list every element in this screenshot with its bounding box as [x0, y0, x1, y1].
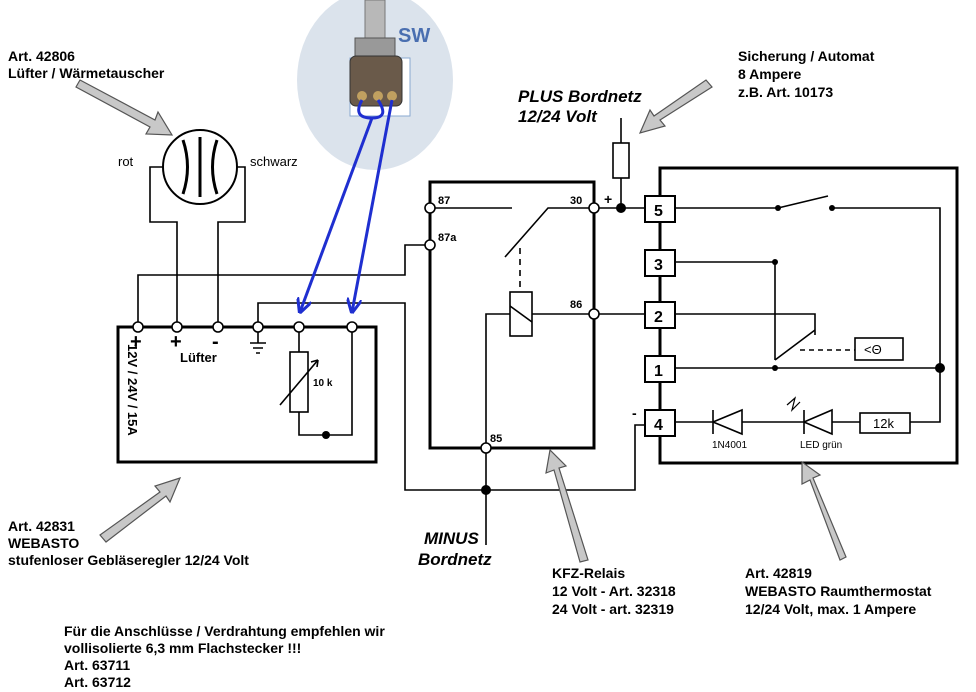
- plus-supply-line1: PLUS Bordnetz: [518, 87, 642, 106]
- thermo-terminal-1: [644, 355, 676, 383]
- diode-label: 1N4001: [712, 440, 747, 451]
- regulator-art-label: Art. 42831: [8, 518, 75, 534]
- reg-fan-label: Lüfter: [180, 350, 217, 365]
- relay-box: [428, 180, 596, 450]
- relay-24v-label: 24 Volt - art. 32319: [552, 601, 674, 617]
- relay-12v-label: 12 Volt - Art. 32318: [552, 583, 676, 599]
- fan-name-label: Lüfter / Wärmetauscher: [8, 65, 165, 81]
- plus-sign: +: [604, 191, 612, 207]
- thermostat-spec-label: 12/24 Volt, max. 1 Ampere: [745, 601, 917, 617]
- footer-line3: Art. 63711: [64, 657, 131, 673]
- thermo-terminal-1-label: 1: [654, 363, 663, 380]
- pointer-arrow-thermostat: [801, 460, 847, 561]
- thermo-sensor-symbol: [854, 337, 904, 361]
- relay-pin-30: 30: [570, 195, 582, 207]
- fan-wire-black-label: schwarz: [250, 154, 298, 169]
- relay-title-label: KFZ-Relais: [552, 565, 626, 581]
- regulator-box: [116, 325, 378, 464]
- led-label: LED grün: [800, 440, 842, 451]
- fuse-symbol: [612, 142, 630, 179]
- reg-term-fan-minus: -: [212, 331, 219, 353]
- pointer-arrow-fan: [75, 79, 174, 136]
- reg-term-fan-plus: +: [170, 331, 182, 353]
- minus-supply-line1: MINUS: [424, 529, 479, 548]
- regulator-brand-label: WEBASTO: [8, 535, 80, 551]
- thermo-terminal-4-label: 4: [654, 417, 663, 434]
- relay-pin-86: 86: [570, 299, 582, 311]
- reg-rating-label: 12V / 24V / 15A: [125, 344, 140, 436]
- fan-wire-red-label: rot: [118, 154, 134, 169]
- pointer-arrow-regulator: [99, 477, 182, 543]
- footer-line2: vollisolierte 6,3 mm Flachstecker !!!: [64, 640, 302, 656]
- relay-pin-85: 85: [490, 433, 502, 445]
- potentiometer-photo: SW: [297, 0, 453, 170]
- minus-supply-line2: Bordnetz: [418, 550, 492, 569]
- minus-sign: -: [632, 405, 637, 421]
- footer-line1: Für die Anschlüsse / Verdrahtung empfehl…: [64, 623, 385, 639]
- thermo-terminal-3: [644, 249, 676, 277]
- thermo-terminal-2-label: 2: [654, 309, 663, 326]
- thermo-terminal-5: [644, 195, 676, 223]
- temp-symbol-label: <Θ: [864, 342, 882, 357]
- footer-line4: Art. 63712: [64, 674, 131, 690]
- thermo-terminal-5-label: 5: [654, 203, 663, 220]
- pointer-arrow-relay: [545, 448, 589, 563]
- thermo-terminal-3-label: 3: [654, 257, 663, 274]
- fan-art-label: Art. 42806: [8, 48, 75, 64]
- resistor-symbol: [859, 412, 911, 434]
- reg-term-plus: +: [130, 331, 142, 353]
- regulator-desc-label: stufenloser Gebläseregler 12/24 Volt: [8, 552, 249, 568]
- thermo-terminal-4: [644, 409, 676, 437]
- fuse-title-label: Sicherung / Automat: [738, 48, 875, 64]
- thermo-terminal-2: [644, 301, 676, 329]
- thermostat-art-label: Art. 42819: [745, 565, 812, 581]
- fuse-rating-label: 8 Ampere: [738, 66, 802, 82]
- resistor-label: 12k: [873, 416, 894, 431]
- pot-value-label: 10 k: [313, 378, 333, 389]
- fuse-art-label: z.B. Art. 10173: [738, 84, 834, 100]
- relay-pin-87: 87: [438, 195, 450, 207]
- svg-text:SW: SW: [398, 25, 430, 47]
- thermostat-name-label: WEBASTO Raumthermostat: [745, 583, 932, 599]
- relay-pin-87a: 87a: [438, 232, 457, 244]
- thermostat-box: [658, 166, 959, 465]
- pointer-arrow-fuse: [638, 79, 713, 134]
- plus-supply-line2: 12/24 Volt: [518, 107, 597, 126]
